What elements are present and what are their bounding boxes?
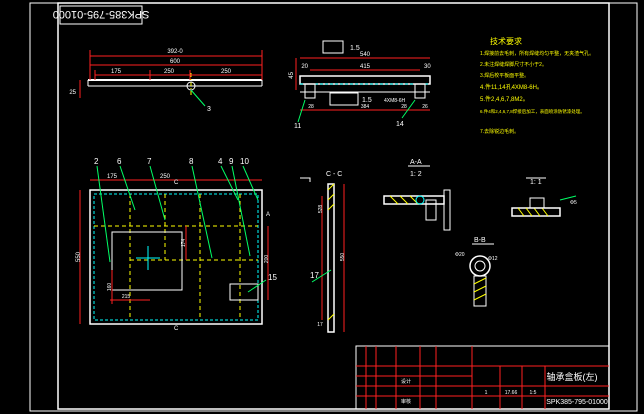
rotated-drawing-number-text: SPK385-795-01000	[53, 8, 150, 20]
detail-dim: Φ5	[570, 200, 577, 206]
side-dim-height: 45	[289, 71, 295, 78]
detail-view: 1: 1 Φ5	[511, 177, 577, 217]
section-b-dim-left: Φ20	[455, 252, 465, 258]
main-dim-inner-v: 174	[181, 239, 187, 248]
main-dim-top-left: 175	[107, 174, 118, 180]
side-callout-left: 11	[294, 123, 301, 130]
title-sheet: 1	[485, 390, 488, 396]
main-callout-3: 7	[147, 157, 152, 166]
main-section-mark-a: A	[266, 212, 270, 218]
top-dim-mid: 250	[164, 69, 175, 75]
main-view: 175 250 550 174 200 215 160 C C A 2 6 7 …	[76, 157, 277, 332]
section-b-label: B-B	[474, 237, 486, 244]
main-dim-bottom-v: 160	[107, 283, 113, 292]
main-callout-2: 6	[117, 157, 122, 166]
tech-item-5: 5.件2,4,6,7,8M2。	[480, 95, 529, 103]
tech-item-1: 1.焊接前去毛刺，所有焊缝均匀平整，无夹渣气孔。	[480, 50, 594, 57]
section-b-view: B-B Φ20 Φ12	[455, 237, 498, 307]
main-callout-6: 9	[229, 157, 234, 166]
section-c-callout: 17	[310, 271, 319, 280]
side-callout-right: 14	[396, 121, 404, 128]
main-dim-height: 550	[76, 251, 82, 262]
flatness-lower-value: 1.5	[362, 97, 372, 104]
top-dim-left: 175	[111, 69, 122, 75]
side-dim-width: 540	[360, 52, 371, 58]
title-checker-label: 审核	[401, 398, 411, 405]
side-dim-bottom: 384	[361, 104, 370, 110]
tech-item-7: 7.去除锐边毛刺。	[480, 128, 519, 135]
side-dim-bottom-right: 26	[422, 104, 428, 110]
section-a-label: A-A	[410, 159, 422, 166]
section-b-dim-right: Φ12	[488, 256, 498, 262]
drawing-frame	[57, 2, 610, 410]
main-section-mark-top: C	[174, 180, 179, 186]
top-dim-total: 600	[170, 59, 181, 65]
main-dim-top-mid: 250	[160, 174, 171, 180]
rotated-drawing-number: SPK385-795-01000	[53, 5, 150, 25]
section-c-view: C - C 550 528 17 17	[300, 171, 346, 333]
top-dim-height: 25	[69, 90, 76, 96]
title-part-name: 轴承盒板(左)	[547, 371, 598, 382]
section-c-dim-inner: 528	[318, 205, 324, 214]
tech-item-3: 3.焊后校平板面平整。	[480, 72, 529, 79]
tech-item-4: 4.件11,14孔4XM8-6H。	[480, 83, 543, 91]
section-a-view: A-A 1: 2	[383, 159, 451, 231]
title-scale: 1:5	[530, 390, 537, 396]
tech-requirements: 技术要求 1.焊接前去毛刺，所有焊缝均匀平整，无夹渣气孔。 2.未注焊缝焊脚尺寸…	[480, 36, 594, 135]
tech-item-6: 6.件4和2,4,6,7,8焊接后加工，表面喷涂防锈漆处理。	[480, 108, 585, 115]
side-dim-bottom-left: 28	[308, 104, 314, 110]
side-dim-inner: 415	[360, 64, 371, 70]
section-c-dim-height: 550	[340, 253, 346, 262]
side-dim-left: 20	[301, 64, 308, 70]
main-callout-7: 10	[240, 157, 249, 166]
main-section-mark-bottom: C	[174, 326, 179, 332]
tech-requirements-title: 技术要求	[490, 36, 522, 46]
top-dim-right: 250	[221, 69, 232, 75]
title-designer-label: 设计	[401, 378, 411, 385]
top-dim-overall: 392-0	[167, 49, 183, 55]
thread-note: 4XM8-6H	[384, 98, 406, 104]
main-dim-bottom-h: 215	[122, 294, 131, 300]
section-a-scale: 1: 2	[410, 171, 422, 178]
main-callout-4: 8	[189, 157, 194, 166]
tech-item-2: 2.未注焊缝焊脚尺寸不小于2。	[480, 61, 547, 68]
main-callout-5: 4	[218, 157, 223, 166]
main-callout-1: 2	[94, 157, 99, 166]
flatness-value: 1.5	[350, 45, 360, 52]
main-plate-outline	[89, 189, 263, 325]
title-drawing-number: SPK385-795-01000	[546, 399, 608, 406]
top-callout: 3	[207, 106, 211, 113]
section-c-dim-bottom: 17	[317, 322, 323, 328]
side-view: 1.5 540 415 30 20 45 1.5 4XM8-6H 28 384 …	[289, 40, 431, 130]
title-block-frame	[355, 345, 610, 410]
section-c-label: C - C	[326, 171, 342, 178]
side-dim-right: 30	[424, 64, 431, 70]
main-dim-right-v: 200	[264, 255, 270, 264]
title-block: 轴承盒板(左) SPK385-795-01000 17.66 1:5 1 设计 …	[355, 345, 610, 410]
side-dim-gap: 28	[401, 104, 407, 110]
detail-scale: 1: 1	[530, 179, 542, 186]
top-view: 392-0 600 175 250 250 25 3	[69, 49, 263, 113]
main-callout-8: 15	[268, 273, 277, 282]
title-weight: 17.66	[505, 390, 518, 396]
